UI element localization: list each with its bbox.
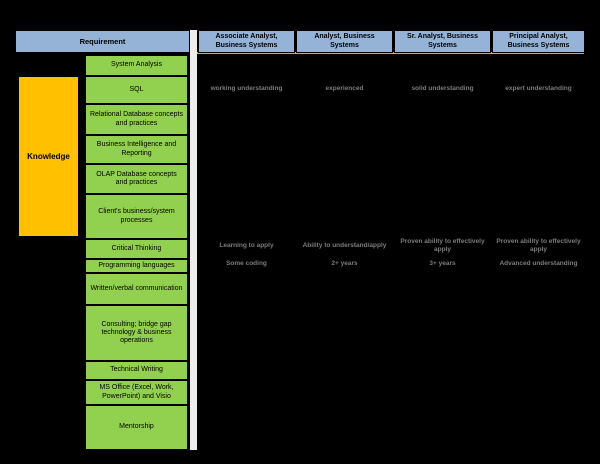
cell-critical-thinking-analyst: Ability to understand/apply — [302, 242, 387, 249]
column-header-label: Analyst, Business Systems — [314, 33, 375, 49]
category-cell-knowledge: Knowledge — [18, 76, 79, 237]
column-header-label: Principal Analyst, Business Systems — [507, 33, 570, 49]
requirement-label: Consulting; bridge gap technology & busi… — [101, 320, 172, 345]
cell-programming-principal: Advanced understanding — [499, 260, 578, 267]
cell-sql-sr-analyst: solid understanding — [411, 85, 474, 92]
requirement-cell-programming-languages: Programming languages — [85, 259, 188, 273]
column-header-associate-analyst: Associate Analyst, Business Systems — [198, 30, 295, 53]
requirement-cell-olap-database: OLAP Database concepts and practices — [85, 164, 188, 194]
requirement-cell-written-verbal-communication: Written/verbal communication — [85, 273, 188, 305]
requirement-label: Programming languages — [98, 261, 175, 269]
requirement-cell-business-intelligence: Business Intelligence and Reporting — [85, 135, 188, 164]
corner-header-requirement: Requirement — [15, 30, 190, 53]
requirement-label: Mentorship — [119, 423, 154, 431]
cell-critical-thinking-principal: Proven ability to effectively apply — [496, 238, 581, 254]
requirement-label: System Analysis — [111, 61, 162, 69]
requirement-cell-system-analysis: System Analysis — [85, 55, 188, 76]
column-header-sr-analyst: Sr. Analyst, Business Systems — [394, 30, 491, 53]
requirement-label: Client's business/system processes — [98, 208, 175, 224]
column-divider-strip — [190, 30, 197, 450]
requirement-label: Critical Thinking — [111, 244, 162, 252]
requirement-cell-sql: SQL — [85, 76, 188, 104]
cell-critical-thinking-associate: Learning to apply — [219, 242, 274, 249]
category-label: Knowledge — [27, 152, 70, 161]
requirement-label: OLAP Database concepts and practices — [96, 170, 177, 186]
header-underline — [196, 52, 584, 54]
cell-programming-sr-analyst: 3+ years — [429, 260, 456, 267]
requirement-cell-technical-writing: Technical Writing — [85, 361, 188, 380]
cell-programming-associate: Some coding — [226, 260, 267, 267]
requirement-cell-mentorship: Mentorship — [85, 405, 188, 450]
requirement-label: Business Intelligence and Reporting — [96, 141, 177, 157]
cell-programming-analyst: 2+ years — [331, 260, 358, 267]
requirement-cell-client-business-processes: Client's business/system processes — [85, 194, 188, 239]
requirement-label: Relational Database concepts and practic… — [90, 111, 184, 127]
column-header-label: Sr. Analyst, Business Systems — [407, 33, 478, 49]
requirement-cell-relational-database: Relational Database concepts and practic… — [85, 104, 188, 135]
cell-sql-associate: working understanding — [210, 85, 283, 92]
corner-header-label: Requirement — [79, 37, 126, 46]
requirement-cell-ms-office: MS Office (Excel, Work, PowerPoint) and … — [85, 380, 188, 405]
requirement-label: SQL — [129, 85, 144, 93]
column-header-principal-analyst: Principal Analyst, Business Systems — [492, 30, 585, 53]
column-header-label: Associate Analyst, Business Systems — [215, 33, 278, 49]
requirement-label: Technical Writing — [110, 366, 163, 374]
requirement-cell-critical-thinking: Critical Thinking — [85, 239, 188, 259]
cell-sql-analyst: experienced — [325, 85, 364, 92]
column-header-analyst: Analyst, Business Systems — [296, 30, 393, 53]
cell-sql-principal: expert understanding — [505, 85, 572, 92]
requirement-label: Written/verbal communication — [90, 284, 183, 292]
cell-critical-thinking-sr-analyst: Proven ability to effectively apply — [400, 238, 485, 254]
requirement-cell-consulting: Consulting; bridge gap technology & busi… — [85, 305, 188, 361]
requirement-label: MS Office (Excel, Work, PowerPoint) and … — [99, 384, 174, 400]
